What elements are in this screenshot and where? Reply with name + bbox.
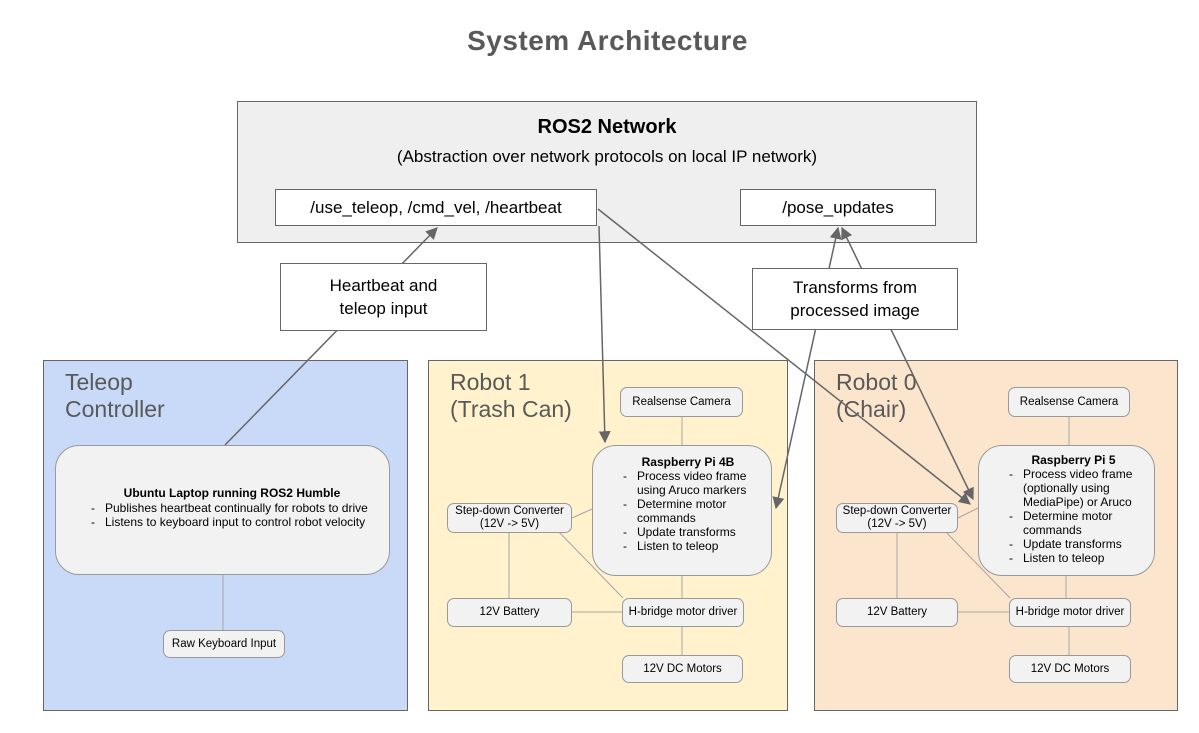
robot0-raspberry-pi-bullets: -Process video frame (optionally using M… — [999, 467, 1148, 565]
bullet-dash: - — [623, 539, 627, 553]
robot1-motors-node: 12V DC Motors — [622, 655, 743, 683]
bullet-dash: - — [91, 501, 95, 515]
robot0-stepdown-converter-label: Step-down Converter (12V -> 5V) — [842, 505, 952, 530]
robot1-raspberry-pi-node: Raspberry Pi 4B -Process video frame usi… — [592, 445, 772, 576]
page-title: System Architecture — [467, 25, 748, 56]
edge-label-transforms-text: Transforms from processed image — [790, 278, 920, 320]
robot1-realsense-camera-node: Realsense Camera — [620, 387, 743, 417]
topic-box-pose-updates: /pose_updates — [740, 189, 936, 226]
bullet-text: Listen to teleop — [637, 539, 719, 553]
robot0-battery-label: 12V Battery — [866, 606, 928, 618]
bullet-item: -Determine motor commands — [999, 509, 1148, 537]
topic-pose-updates-label: /pose_updates — [782, 197, 894, 217]
robot1-title: Robot 1 (Trash Can) — [450, 369, 572, 422]
bullet-dash: - — [623, 525, 627, 539]
bullet-text: Determine motor commands — [1023, 509, 1113, 537]
bullet-dash: - — [623, 497, 627, 511]
bullet-dash: - — [1009, 509, 1013, 523]
robot1-motors-label: 12V DC Motors — [643, 662, 722, 675]
robot1-stepdown-converter-label: Step-down Converter (12V -> 5V) — [455, 505, 564, 530]
edge-label-transforms: Transforms from processed image — [752, 268, 958, 330]
ros2-network-subtitle: (Abstraction over network protocols on l… — [396, 147, 818, 166]
topic-teleop-cmdvel-heartbeat-label: /use_teleop, /cmd_vel, /heartbeat — [310, 197, 562, 217]
robot1-battery-node: 12V Battery — [447, 598, 572, 627]
raw-keyboard-input-node: Raw Keyboard Input — [163, 630, 285, 658]
bullet-item: -Determine motor commands — [613, 497, 763, 525]
robot0-hbridge-node: H-bridge motor driver — [1009, 598, 1131, 627]
robot0-realsense-camera-node: Realsense Camera — [1008, 387, 1130, 417]
bullet-item: -Listens to keyboard input to control ro… — [81, 515, 383, 529]
bullet-text: Determine motor commands — [637, 497, 727, 525]
ubuntu-laptop-title: Ubuntu Laptop running ROS2 Humble — [123, 486, 341, 500]
bullet-dash: - — [623, 469, 627, 483]
robot0-hbridge-label: H-bridge motor driver — [1015, 606, 1125, 618]
robot0-battery-node: 12V Battery — [836, 598, 958, 627]
edge-label-heartbeat: Heartbeat and teleop input — [280, 263, 487, 331]
ubuntu-laptop-node: Ubuntu Laptop running ROS2 Humble -Publi… — [55, 445, 390, 575]
teleop-controller-title: Teleop Controller — [65, 369, 165, 422]
bullet-text: Process video frame using Aruco markers — [637, 469, 747, 497]
bullet-text: Update transforms — [637, 525, 736, 539]
bullet-item: -Process video frame (optionally using M… — [999, 467, 1148, 509]
robot0-motors-label: 12V DC Motors — [1030, 662, 1110, 675]
robot1-hbridge-node: H-bridge motor driver — [622, 598, 744, 627]
robot0-raspberry-pi-node: Raspberry Pi 5 -Process video frame (opt… — [978, 445, 1155, 576]
edge-label-heartbeat-text: Heartbeat and teleop input — [329, 276, 438, 318]
bullet-item: -Update transforms — [613, 525, 763, 539]
bullet-dash: - — [91, 515, 95, 529]
bullet-dash: - — [1009, 551, 1013, 565]
robot1-battery-label: 12V Battery — [479, 606, 540, 618]
bullet-item: -Listen to teleop — [613, 539, 763, 553]
robot0-raspberry-pi-title: Raspberry Pi 5 — [1031, 453, 1116, 467]
bullet-text: Process video frame (optionally using Me… — [1023, 467, 1133, 509]
robot0-realsense-camera-label: Realsense Camera — [1019, 395, 1119, 408]
bullet-dash: - — [1009, 467, 1013, 481]
ubuntu-laptop-bullets: -Publishes heartbeat continually for rob… — [81, 501, 383, 529]
robot0-motors-node: 12V DC Motors — [1009, 655, 1131, 683]
robot1-raspberry-pi-title: Raspberry Pi 4B — [641, 455, 735, 469]
robot1-raspberry-pi-bullets: -Process video frame using Aruco markers… — [613, 469, 763, 553]
bullet-text: Publishes heartbeat continually for robo… — [105, 501, 368, 515]
bullet-dash: - — [1009, 537, 1013, 551]
ros2-network-title: ROS2 Network — [537, 116, 677, 138]
bullet-item: -Listen to teleop — [999, 551, 1148, 565]
topic-box-teleop-cmdvel-heartbeat: /use_teleop, /cmd_vel, /heartbeat — [275, 189, 597, 226]
robot1-hbridge-label: H-bridge motor driver — [628, 606, 738, 618]
bullet-item: -Update transforms — [999, 537, 1148, 551]
robot1-realsense-camera-label: Realsense Camera — [632, 395, 731, 408]
robot0-stepdown-converter-node: Step-down Converter (12V -> 5V) — [836, 503, 958, 533]
raw-keyboard-input-label: Raw Keyboard Input — [171, 637, 277, 650]
robot1-stepdown-converter-node: Step-down Converter (12V -> 5V) — [447, 503, 572, 533]
bullet-item: -Process video frame using Aruco markers — [613, 469, 763, 497]
bullet-text: Listen to teleop — [1023, 551, 1105, 565]
bullet-text: Update transforms — [1023, 537, 1122, 551]
bullet-text: Listens to keyboard input to control rob… — [105, 515, 366, 529]
bullet-item: -Publishes heartbeat continually for rob… — [81, 501, 383, 515]
